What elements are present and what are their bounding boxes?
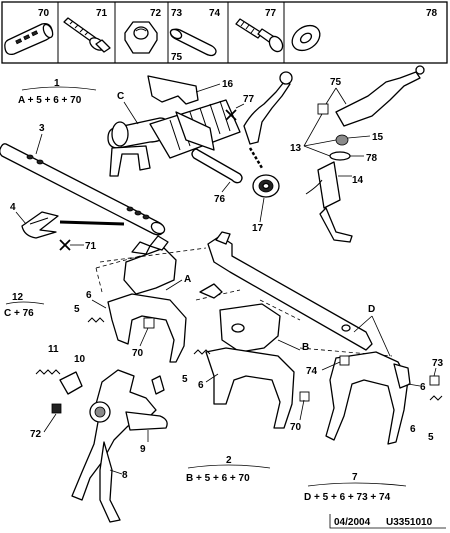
label-17: 17 <box>252 223 264 234</box>
spring-5b <box>193 349 211 355</box>
label-10: 10 <box>74 354 86 365</box>
label-14: 14 <box>352 175 364 186</box>
cross-marker-77 <box>225 103 245 121</box>
label-15: 15 <box>372 132 384 143</box>
label-74: 74 <box>306 366 318 377</box>
callout-1-number: 1 <box>54 78 60 89</box>
hex-nut-icon <box>124 21 158 54</box>
fork-d-rod-part <box>99 231 393 357</box>
plunger-10-part <box>59 371 83 395</box>
flange-bolt-icon <box>63 17 111 53</box>
label-9: 9 <box>140 444 146 455</box>
label-B: B <box>302 342 309 353</box>
label-72: 72 <box>30 429 42 440</box>
label-3: 3 <box>39 123 45 134</box>
footer-ref: U3351010 <box>386 517 433 528</box>
label-5b: 5 <box>182 374 188 385</box>
bushing-17-part <box>248 147 280 198</box>
selector-rod-part <box>0 143 166 236</box>
spring-11-part <box>35 369 61 375</box>
callout-12: 12 C + 76 <box>4 292 45 319</box>
label-78: 78 <box>366 153 378 164</box>
legend-ref-70: 70 <box>38 8 50 19</box>
label-D: D <box>368 304 375 315</box>
fork-a-part <box>95 235 187 363</box>
cross-marker-71 <box>59 239 84 251</box>
legend-ref-72: 72 <box>150 8 162 19</box>
fork-b-part <box>195 283 301 429</box>
label-A: A <box>184 274 191 285</box>
label-77: 77 <box>243 94 255 105</box>
label-C: C <box>117 91 124 102</box>
callout-12-number: 12 <box>12 292 24 303</box>
label-11: 11 <box>48 344 59 355</box>
spring-5a <box>87 317 105 323</box>
label-13: 13 <box>290 143 302 154</box>
label-6c: 6 <box>420 382 426 393</box>
label-70a: 70 <box>132 348 144 359</box>
spring-clip-part <box>21 211 125 239</box>
spring-5c <box>429 395 443 401</box>
callout-2-number: 2 <box>226 455 232 466</box>
shoulder-bolt-icon <box>235 18 284 53</box>
legend-ref-73: 73 <box>171 8 183 19</box>
label-8: 8 <box>122 470 128 481</box>
label-71: 71 <box>85 241 97 252</box>
label-6c-lower: 6 <box>410 424 416 435</box>
callout-7-number: 7 <box>352 472 358 483</box>
label-6b: 6 <box>198 380 204 391</box>
legend-ref-78: 78 <box>426 8 438 19</box>
legend-ref-74: 74 <box>209 8 221 19</box>
washer-icon <box>291 24 321 52</box>
footer: 04/2004 U3351010 <box>329 514 446 529</box>
label-76: 76 <box>214 194 226 205</box>
legend-strip: 70 71 72 73 74 75 77 78 <box>1 1 448 64</box>
callout-7: 7 D + 5 + 6 + 73 + 74 <box>304 472 407 503</box>
label-75: 75 <box>330 77 342 88</box>
callout-2: 2 B + 5 + 6 + 70 <box>186 455 271 484</box>
legend-ref-77: 77 <box>265 8 277 19</box>
selector-lever-assembly <box>305 65 425 243</box>
pin-76-part <box>191 148 243 184</box>
footer-date: 04/2004 <box>334 517 371 528</box>
callout-1-formula: A + 5 + 6 + 70 <box>18 95 82 106</box>
label-4: 4 <box>10 202 16 213</box>
label-16: 16 <box>222 79 234 90</box>
lever-8-part <box>71 369 168 523</box>
label-73: 73 <box>432 358 444 369</box>
label-5a: 5 <box>74 304 80 315</box>
callout-7-formula: D + 5 + 6 + 73 + 74 <box>304 492 391 503</box>
pin-icon <box>169 28 217 57</box>
fork-c-assembly <box>107 71 293 177</box>
legend-ref-71: 71 <box>96 8 108 19</box>
label-5c: 5 <box>428 432 434 443</box>
label-70b: 70 <box>290 422 302 433</box>
label-6a: 6 <box>86 290 92 301</box>
roll-pin-icon <box>4 22 54 56</box>
callout-12-formula: C + 76 <box>4 308 34 319</box>
legend-ref-75: 75 <box>171 52 183 63</box>
callout-1: 1 A + 5 + 6 + 70 <box>18 78 97 106</box>
callout-2-formula: B + 5 + 6 + 70 <box>186 473 250 484</box>
nut-72-marker <box>51 403 62 414</box>
fork-d-part <box>325 351 411 445</box>
